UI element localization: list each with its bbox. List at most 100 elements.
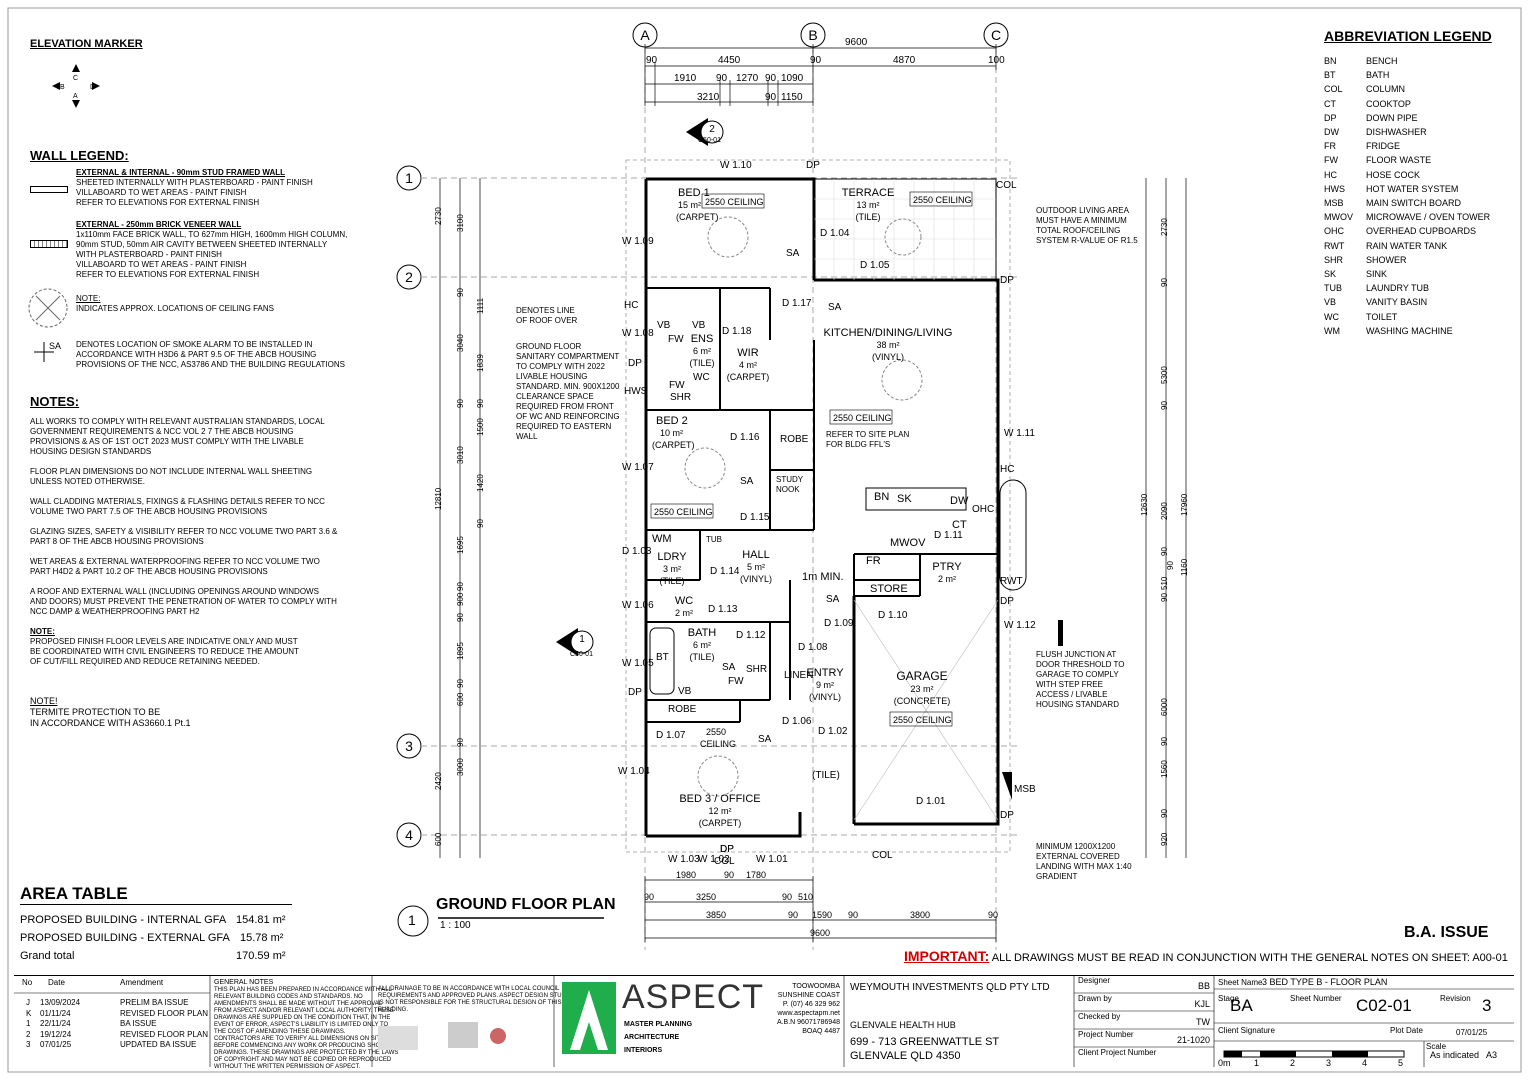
- area-row-1-label: PROPOSED BUILDING - EXTERNAL GFA: [20, 932, 230, 944]
- abbreviation-meaning: FRIDGE: [1366, 141, 1401, 152]
- scalebar-label: 4: [1362, 1058, 1368, 1068]
- abbreviation-meaning: SINK: [1366, 269, 1388, 279]
- sheet-name: 3 BED TYPE B - FLOOR PLAN: [1262, 977, 1388, 987]
- dim-left-label: 2730: [434, 207, 443, 225]
- grid-label-a: A: [640, 27, 650, 43]
- svg-text:D 1.04: D 1.04: [820, 228, 850, 239]
- revision-label: Revision: [1440, 994, 1471, 1003]
- msb-marker: [1002, 772, 1012, 800]
- association-logos: [378, 1022, 506, 1050]
- dim-top-r1-2: 90: [810, 55, 822, 66]
- stage-label: Stage: [1218, 994, 1239, 1003]
- svg-text:D 1.14: D 1.14: [710, 566, 740, 577]
- dim-left-label: 1895: [456, 642, 465, 660]
- dim-left-label: 1839: [476, 354, 485, 372]
- title-field-value: BB: [1197, 981, 1210, 991]
- abbreviation-meaning: DISHWASHER: [1366, 127, 1427, 137]
- top-dimension-lines: [644, 44, 997, 106]
- room-wir-name: WIR: [737, 347, 758, 359]
- room-ldry-area: 3 m²: [663, 564, 681, 574]
- svg-text:SA: SA: [828, 302, 842, 313]
- amendment-cell: BA ISSUE: [120, 1019, 157, 1029]
- area-row-2-label: Grand total: [20, 950, 75, 962]
- room-bed3-fin: (CARPET): [699, 818, 742, 828]
- room-entry-area: 9 m²: [816, 680, 834, 690]
- room-kdl-name: KITCHEN/DINING/LIVING: [824, 327, 953, 339]
- grid-label-2: 2: [405, 269, 413, 285]
- amendment-cell: 01/11/24: [40, 1008, 71, 1018]
- abbreviation-meaning: OVERHEAD CUPBOARDS: [1366, 226, 1477, 237]
- svg-text:SHR: SHR: [670, 392, 691, 403]
- dim-left-label: 90: [476, 519, 485, 528]
- dim-top-r3-0: 3210: [697, 92, 720, 103]
- room-bath-area: 6 m²: [693, 640, 711, 650]
- svg-text:2550: 2550: [706, 727, 726, 737]
- room-hall-name: HALL: [742, 549, 770, 561]
- abbreviation-meaning: BENCH: [1366, 56, 1398, 66]
- dim-left-label: 1111: [476, 297, 485, 314]
- room-garage-name: GARAGE: [896, 669, 947, 683]
- svg-text:D 1.01: D 1.01: [916, 796, 946, 807]
- scalebar-label: 1: [1254, 1058, 1260, 1068]
- dim-top-r2-2: 1270: [736, 73, 759, 84]
- abbreviation-code: CT: [1324, 98, 1336, 109]
- amendment-cell: 2: [26, 1029, 31, 1039]
- abbreviation-code: SHR: [1324, 254, 1344, 265]
- stage-value: BA: [1230, 996, 1253, 1015]
- svg-text:CEILING: CEILING: [700, 739, 736, 749]
- dim-left-label: 90: [456, 582, 465, 591]
- svg-text:HC: HC: [624, 300, 638, 311]
- general-notes: GENERAL NOTES THIS PLAN HAS BEEN PREPARE…: [214, 979, 399, 1070]
- svg-text:D 1.10: D 1.10: [878, 610, 908, 621]
- svg-text:2550 CEILING: 2550 CEILING: [893, 715, 952, 725]
- amendment-cell: J: [26, 998, 30, 1007]
- room-ens-fin: (TILE): [689, 358, 714, 368]
- room-terrace-fin: (TILE): [855, 212, 880, 222]
- internal-walls: [646, 287, 998, 723]
- dim-right-label: 90: [1160, 401, 1169, 410]
- flush-junction-marker: [1058, 620, 1063, 646]
- amendment-cell: 19/12/24: [40, 1029, 72, 1039]
- svg-text:W 1.12: W 1.12: [1004, 620, 1036, 631]
- area-row-0-value: 154.81 m²: [236, 914, 286, 926]
- dim-top-r1-1: 4450: [718, 55, 741, 66]
- notes-body: ALL WORKS TO COMPLY WITH RELEVANT AUSTRA…: [30, 417, 338, 666]
- abbreviation-meaning: COLUMN: [1366, 84, 1406, 95]
- amendment-cell: UPDATED BA ISSUE: [120, 1040, 197, 1050]
- rain-water-tank: [999, 479, 1027, 591]
- grid-label-c: C: [991, 27, 1001, 43]
- dim-left-label: 600: [456, 692, 465, 706]
- window-tags: W 1.10 W 1.09 W 1.08 W 1.07 W 1.06 W 1.0…: [618, 160, 1036, 865]
- svg-text:W 1.09: W 1.09: [622, 236, 654, 247]
- section-1-num: 1: [579, 634, 585, 645]
- svg-text:COL: COL: [996, 180, 1017, 191]
- room-ens-name: ENS: [691, 333, 714, 345]
- room-bed1-fin: (CARPET): [676, 212, 719, 222]
- grid-label-3: 3: [405, 738, 413, 754]
- svg-text:VB: VB: [692, 320, 706, 331]
- dim-bot-r1-0: 1980: [676, 870, 697, 880]
- abbreviation-meaning: BATH: [1366, 70, 1390, 81]
- project-name: GLENVALE HEALTH HUB: [850, 1020, 956, 1030]
- sheet-number: C02-01: [1356, 996, 1412, 1015]
- title-field-label: Drawn by: [1078, 994, 1112, 1003]
- abbreviation-meaning: FLOOR WASTE: [1366, 155, 1432, 166]
- section-marker-2: [700, 120, 724, 144]
- svg-text:DP: DP: [806, 160, 820, 171]
- area-row-0-label: PROPOSED BUILDING - INTERNAL GFA: [20, 914, 227, 926]
- abbreviation-code: DW: [1324, 127, 1339, 137]
- amendment-cell: 1: [26, 1019, 31, 1029]
- svg-text:SA: SA: [722, 662, 736, 673]
- room-hall-area: 5 m²: [747, 562, 765, 572]
- title-field-value: 21-1020: [1176, 1035, 1210, 1045]
- amendment-cell: PRELIM BA ISSUE: [120, 998, 189, 1007]
- svg-text:MWOV: MWOV: [890, 537, 926, 549]
